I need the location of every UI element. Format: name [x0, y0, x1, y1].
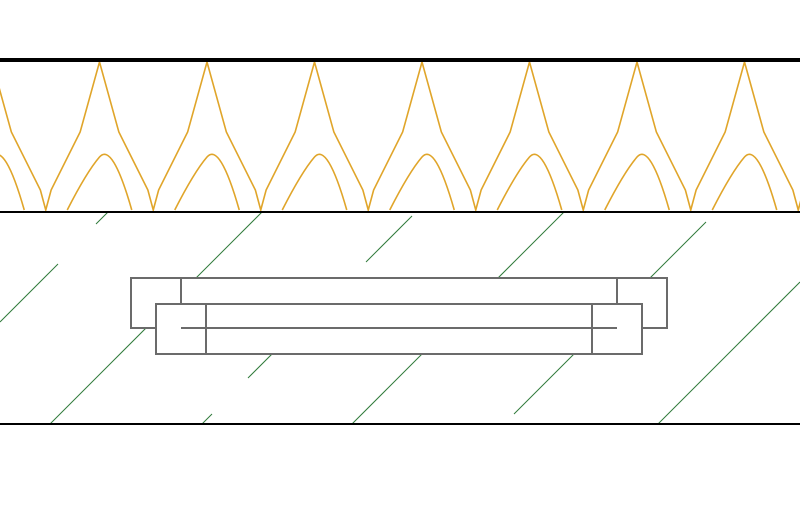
- insulation-wave-secondary: [0, 153, 778, 211]
- masonry-hatch-line-10: [201, 413, 213, 425]
- masonry-hatch-line-9: [657, 281, 800, 425]
- masonry-hatch-line-2: [95, 211, 109, 225]
- insulation-wave-primary: [0, 58, 800, 214]
- flat-tie-assembly: [130, 277, 668, 355]
- masonry-hatch-line-1: [0, 263, 59, 323]
- masonry-hatch-line-5: [365, 215, 413, 263]
- layer-boundaries: [0, 58, 800, 425]
- insulation-hatch: [0, 58, 800, 214]
